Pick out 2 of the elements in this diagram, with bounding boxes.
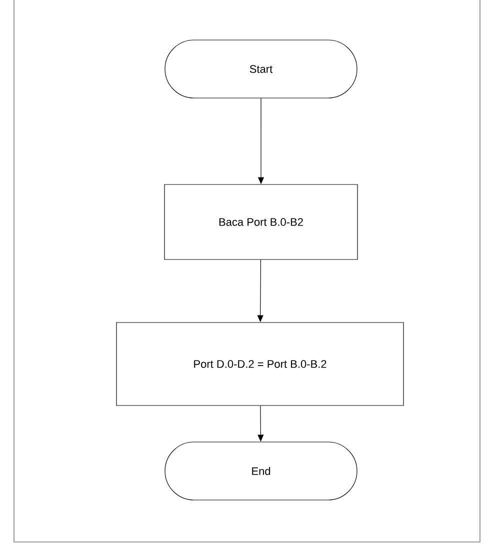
process-box: Port D.0-D.2 = Port B.0-B.2 — [116, 322, 404, 406]
process-box: Baca Port B.0-B2 — [164, 184, 358, 260]
